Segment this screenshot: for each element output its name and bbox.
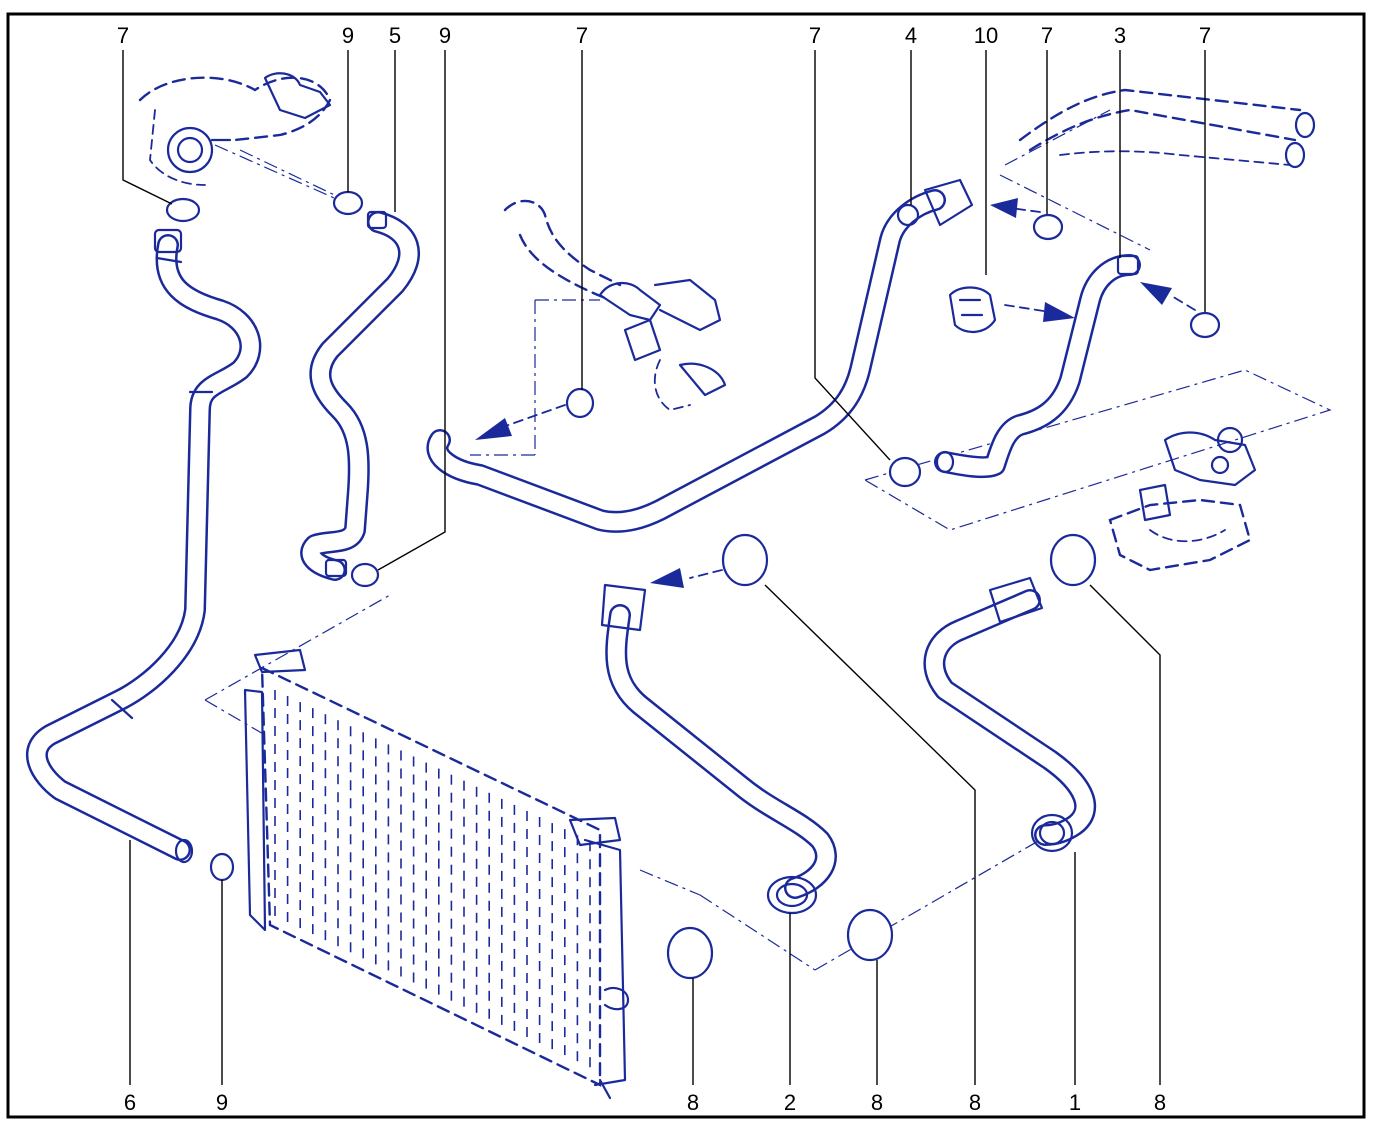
clamp-icon: [666, 926, 714, 980]
callout-label: 1: [1069, 1090, 1081, 1115]
hose-1: [923, 576, 1097, 853]
callout-label: 9: [216, 1090, 228, 1115]
arrow-left-icon: [990, 198, 1018, 218]
fitting-direction-arrows: [475, 198, 1196, 588]
callout-label: 3: [1114, 23, 1126, 48]
hose-5: [300, 210, 420, 581]
radiator-core-fins: [274, 690, 591, 1068]
callout-label: 7: [576, 23, 588, 48]
hose-clamps: [165, 190, 1221, 980]
clamp-icon: [350, 562, 380, 588]
heater-pipes-top-right: [1018, 88, 1316, 169]
clamp-bracket-10: [948, 286, 997, 333]
callout-label: 10: [974, 23, 998, 48]
water-pump-housing-right: [1108, 426, 1257, 572]
callout-numbers-top: 7 9 5 9 7 7 4 10 7 3 7: [117, 23, 1211, 48]
diagram-frame: [6, 12, 1366, 1119]
callout-label: 4: [905, 23, 917, 48]
callout-label: 7: [1199, 23, 1211, 48]
callout-label: 9: [439, 23, 451, 48]
callout-label: 7: [1041, 23, 1053, 48]
callout-label: 6: [124, 1090, 136, 1115]
callout-label: 8: [871, 1090, 883, 1115]
clamp-icon: [1032, 213, 1064, 241]
connector-block-center: [503, 199, 727, 411]
callout-label: 8: [969, 1090, 981, 1115]
callout-label: 8: [1154, 1090, 1166, 1115]
hose-2: [600, 583, 837, 915]
hose-4: [426, 178, 974, 533]
callout-numbers-bottom: 6 9 8 2 8 8 1 8: [124, 1090, 1166, 1115]
callout-label: 7: [809, 23, 821, 48]
clamp-icon: [846, 908, 894, 962]
clamp-icon: [1189, 311, 1221, 339]
callout-label: 7: [117, 23, 129, 48]
thermostat-housing-icon: [166, 126, 214, 174]
radiator: [243, 648, 630, 1100]
clamp-icon: [332, 190, 364, 216]
arrow-right-icon: [1043, 302, 1075, 322]
clamp-icon: [721, 533, 769, 587]
callout-label: 8: [687, 1090, 699, 1115]
clamp-icon: [209, 852, 235, 882]
clamp-icon: [165, 197, 201, 223]
callout-label: 2: [784, 1090, 796, 1115]
clamp-icon: [1049, 533, 1097, 587]
callout-label: 9: [342, 23, 354, 48]
assembly-guide-lines: [204, 109, 1332, 971]
clamp-icon: [565, 387, 595, 419]
hose-6: [25, 228, 262, 864]
arrow-left-icon: [650, 568, 684, 588]
callout-leader-lines: [122, 50, 1206, 1085]
callout-label: 5: [389, 23, 401, 48]
hose-3: [934, 254, 1141, 479]
engine-outline-top-left: [138, 72, 332, 186]
arrow-left-icon: [1140, 282, 1172, 305]
clamp-icon: [888, 456, 922, 488]
arrow-left-icon: [475, 418, 512, 440]
